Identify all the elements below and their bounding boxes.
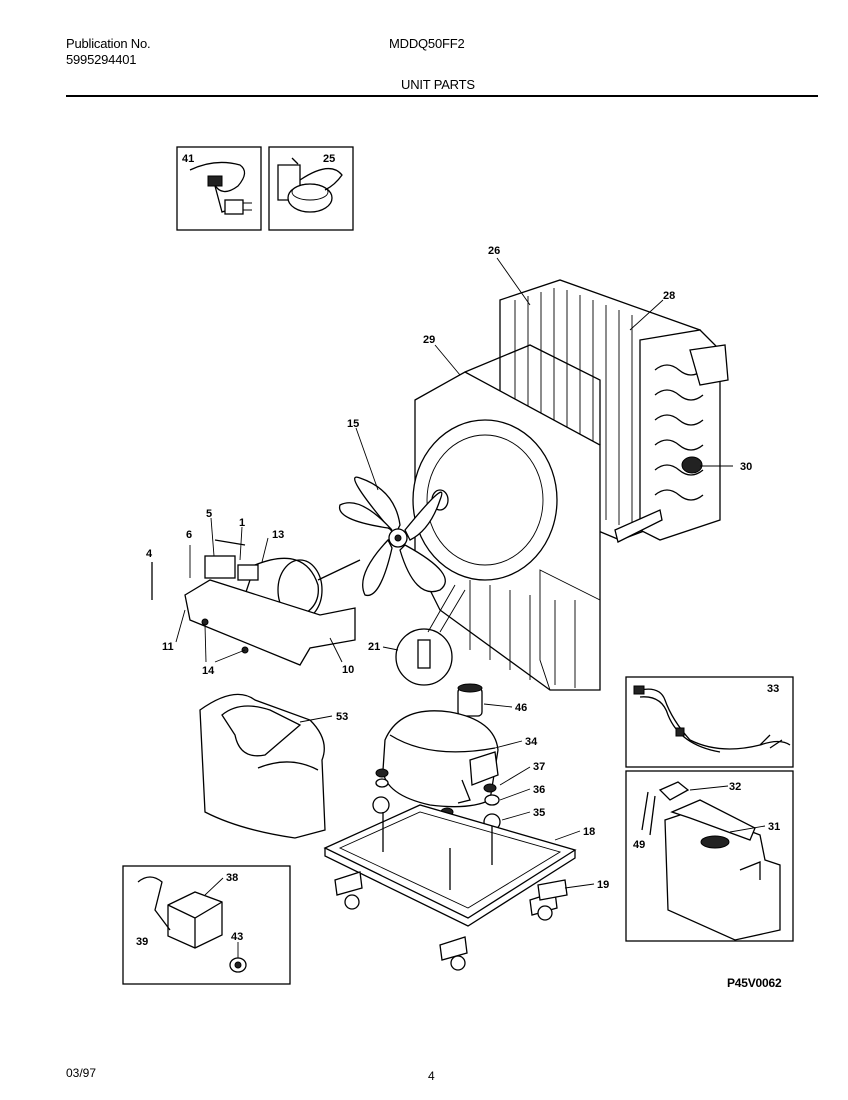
inset-box-bucket-switch [122, 865, 291, 985]
callout-11: 11 [162, 641, 174, 653]
publication-label: Publication No. [66, 36, 151, 51]
callout-43: 43 [231, 931, 243, 943]
fan-shroud [412, 344, 601, 691]
callout-41: 41 [182, 153, 194, 165]
callout-49: 49 [633, 839, 645, 851]
water-bucket-drawing [641, 781, 781, 941]
power-cord-drawing [189, 161, 252, 215]
callout-4: 4 [146, 548, 153, 560]
callout-21: 21 [368, 641, 380, 653]
callout-14: 14 [202, 665, 215, 677]
publication-number: 5995294401 [66, 52, 137, 67]
base-pan [323, 804, 577, 927]
diagram-code: P45V0062 [727, 976, 782, 990]
callout-32: 32 [729, 781, 741, 793]
callout-53: 53 [336, 711, 348, 723]
humidistat-drawing [277, 157, 343, 213]
callout-33: 33 [767, 683, 779, 695]
callout-37: 37 [533, 761, 545, 773]
inset-box-humidistat [268, 146, 354, 231]
fan-blade [338, 476, 446, 597]
callout-36: 36 [533, 784, 545, 796]
callout-28: 28 [663, 290, 675, 302]
callout-25: 25 [323, 153, 335, 165]
capacitor-detail [395, 584, 466, 686]
callout-38: 38 [226, 872, 238, 884]
inset-box-wire-harness [625, 676, 794, 768]
caster-wheels [334, 871, 568, 971]
callout-18: 18 [583, 826, 595, 838]
callout-10: 10 [342, 664, 354, 676]
callout-15: 15 [347, 418, 359, 430]
callout-46: 46 [515, 702, 527, 714]
callout-30: 30 [740, 461, 752, 473]
header-rule [66, 95, 818, 97]
callout-labels: 41 25 26 28 29 30 15 5 1 13 6 4 11 14 10… [136, 153, 780, 948]
section-title: UNIT PARTS [401, 77, 475, 92]
callout-13: 13 [272, 529, 284, 541]
callout-1: 1 [239, 517, 245, 529]
callout-31: 31 [768, 821, 780, 833]
page-number: 4 [428, 1069, 435, 1083]
motor-bracket [151, 539, 356, 666]
baffle [199, 693, 326, 839]
callout-39: 39 [136, 936, 148, 948]
callout-34: 34 [525, 736, 538, 748]
callout-26: 26 [488, 245, 500, 257]
inset-box-water-bucket [625, 770, 794, 942]
leader-lines [175, 257, 766, 958]
callout-6: 6 [186, 529, 192, 541]
callout-35: 35 [533, 807, 545, 819]
footer-date: 03/97 [66, 1066, 97, 1080]
model-number: MDDQ50FF2 [389, 36, 465, 51]
callout-5: 5 [206, 508, 212, 520]
callout-19: 19 [597, 879, 609, 891]
compressor [382, 710, 499, 808]
inset-box-power-cord [176, 146, 262, 231]
bucket-switch-drawing [137, 876, 247, 973]
overload-relay [457, 683, 483, 717]
wire-harness-drawing [633, 685, 791, 753]
callout-29: 29 [423, 334, 435, 346]
